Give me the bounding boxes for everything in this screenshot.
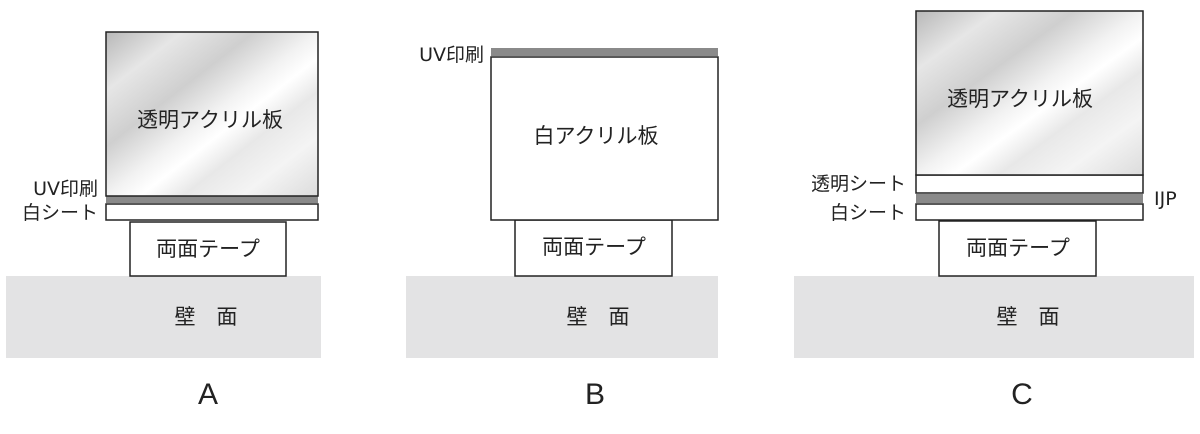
uv-print-layer-b (491, 48, 718, 56)
uv-label-a: UV印刷 (33, 178, 98, 200)
wall-b (406, 276, 718, 358)
acrylic-label-a: 透明アクリル板 (137, 108, 283, 132)
caption-c: C (1011, 378, 1033, 411)
wall-a (6, 276, 321, 358)
double-sided-tape-a (129, 221, 287, 277)
clear-sheet-c (915, 174, 1144, 194)
caption-b: B (585, 378, 605, 411)
ijp-print-layer-c (916, 194, 1143, 203)
clear-acrylic-board-a (105, 31, 319, 197)
wall-label-c: 壁 面 (997, 305, 1060, 329)
diagram-c: 壁 面 両面テープ 透明アクリル板 透明シート 白シート IJP C (794, 10, 1194, 411)
white-sheet-a (105, 203, 319, 221)
diagram-b: 壁 面 両面テープ 白アクリル板 UV印刷 B (406, 44, 719, 411)
ijp-label-c: IJP (1154, 188, 1177, 210)
white-sheet-c (915, 203, 1144, 221)
acrylic-label-c: 透明アクリル板 (947, 87, 1093, 111)
clear-sheet-label-c: 透明シート (811, 173, 906, 195)
double-sided-tape-c (938, 220, 1097, 277)
tape-label-b: 両面テープ (542, 235, 646, 259)
wall-c (794, 276, 1194, 358)
white-sheet-label-c: 白シート (830, 202, 906, 224)
white-acrylic-board-b (490, 56, 719, 221)
tape-label-a: 両面テープ (156, 237, 260, 261)
diagram-a: 壁 面 両面テープ 透明アクリル板 UV印刷 白シート A (6, 31, 321, 411)
caption-a: A (198, 378, 218, 411)
wall-label-a: 壁 面 (175, 305, 238, 329)
acrylic-label-b: 白アクリル板 (534, 124, 659, 148)
clear-acrylic-board-c (915, 10, 1144, 176)
uv-print-layer-a (106, 196, 318, 203)
wall-label-b: 壁 面 (567, 305, 630, 329)
tape-label-c: 両面テープ (966, 236, 1070, 260)
uv-label-b: UV印刷 (419, 44, 484, 66)
white-sheet-label-a: 白シート (22, 202, 98, 224)
